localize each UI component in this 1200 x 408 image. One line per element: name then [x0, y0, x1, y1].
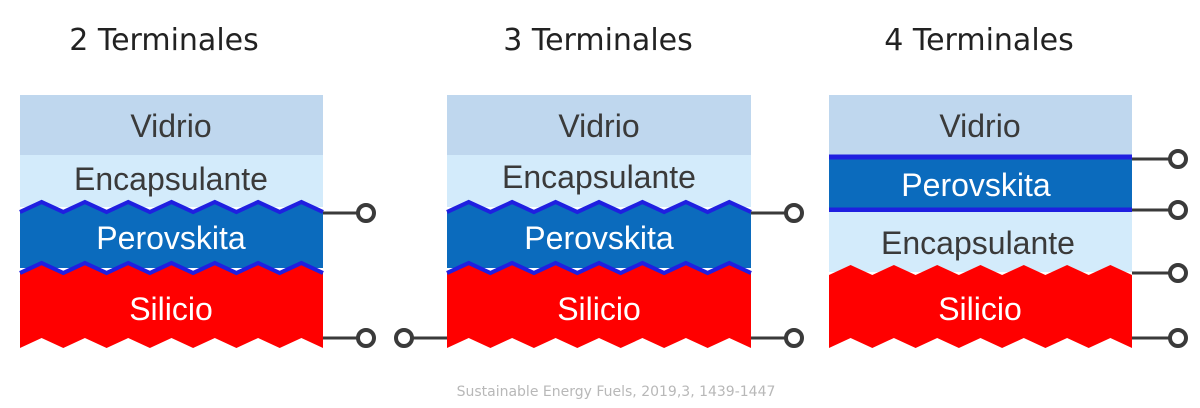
encapsulant-label: Encapsulante	[502, 159, 696, 195]
glass-label: Vidrio	[939, 108, 1020, 144]
panel-2-terminals: 2 Terminales Vidrio Encapsulante Perovsk…	[19, 23, 376, 348]
perovskite-label: Perovskita	[96, 220, 246, 256]
glass-label: Vidrio	[558, 108, 639, 144]
terminal	[1132, 328, 1188, 348]
glass-layer	[829, 95, 1132, 157]
encapsulant-layer	[447, 155, 751, 207]
recombination-interface-bottom	[19, 260, 324, 276]
panel-title: 2 Terminales	[69, 23, 259, 58]
encapsulant-layer	[20, 155, 323, 207]
silicon-layer	[20, 263, 323, 348]
perovskite-layer	[829, 157, 1132, 210]
perovskite-label: Perovskita	[524, 220, 674, 256]
terminal	[1132, 149, 1188, 169]
silicon-label: Silicio	[938, 291, 1022, 327]
terminal	[394, 328, 447, 348]
panel-title: 3 Terminales	[503, 23, 693, 58]
perovskite-layer	[447, 202, 751, 268]
panel-4-terminals: 4 Terminales Vidrio Perovskita Encapsula…	[829, 23, 1188, 348]
encapsulant-label: Encapsulante	[74, 161, 268, 197]
recombination-interface-bottom	[446, 260, 752, 276]
terminal	[323, 328, 376, 348]
terminal	[751, 203, 804, 223]
glass-layer	[447, 95, 751, 155]
terminal	[1132, 263, 1188, 283]
silicon-label: Silicio	[129, 291, 213, 327]
silicon-label: Silicio	[557, 291, 641, 327]
encapsulant-layer	[829, 212, 1132, 272]
silicon-layer	[447, 263, 751, 348]
recombination-interface-top	[19, 199, 324, 215]
terminal	[751, 328, 804, 348]
glass-label: Vidrio	[130, 108, 211, 144]
terminal	[1132, 200, 1188, 220]
citation-caption: Sustainable Energy Fuels, 2019,3, 1439-1…	[457, 384, 776, 400]
encapsulant-label: Encapsulante	[881, 225, 1075, 261]
recombination-interface-top	[446, 199, 752, 215]
panel-3-terminals: 3 Terminales Vidrio Encapsulante Perovsk…	[394, 23, 804, 348]
glass-layer	[20, 95, 323, 155]
perovskite-label: Perovskita	[901, 167, 1051, 203]
panel-title: 4 Terminales	[884, 23, 1074, 58]
terminal	[323, 203, 376, 223]
silicon-layer	[829, 265, 1132, 348]
perovskite-layer	[20, 202, 323, 268]
